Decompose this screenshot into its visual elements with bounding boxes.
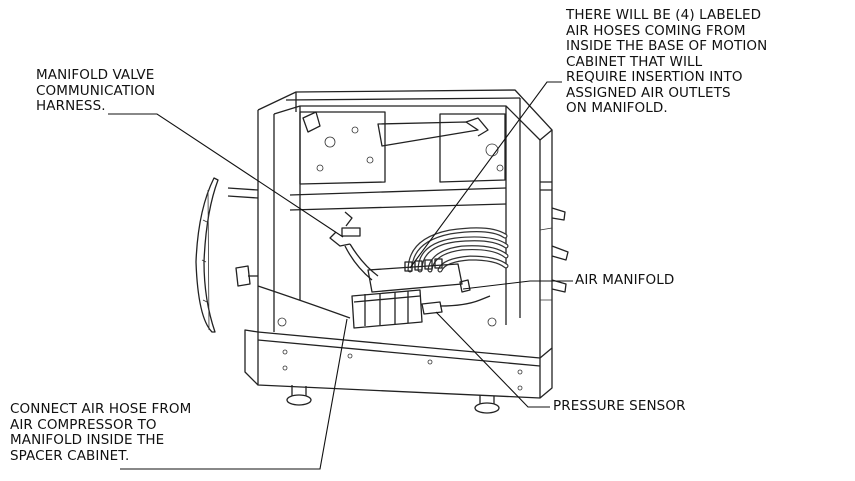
callout-air-hoses: THERE WILL BE (4) LABELED AIR HOSES COMI… bbox=[566, 7, 768, 117]
callout-line: COMMUNICATION bbox=[36, 82, 156, 99]
callout-line: AIR COMPRESSOR TO bbox=[10, 416, 157, 433]
callout-line: ASSIGNED AIR OUTLETS bbox=[566, 84, 731, 101]
callout-line: MANIFOLD VALVE bbox=[36, 67, 155, 83]
left-side-fittings bbox=[227, 187, 351, 319]
callout-line: THERE WILL BE (4) LABELED bbox=[566, 7, 762, 23]
callout-line: HARNESS. bbox=[36, 98, 106, 114]
callout-air-manifold: AIR MANIFOLD bbox=[575, 272, 675, 289]
air-manifold-body bbox=[351, 258, 491, 329]
callout-line: REQUIRE INSERTION INTO bbox=[566, 69, 743, 85]
right-side-pipes bbox=[539, 181, 569, 301]
callout-line: CABINET THAT WILL bbox=[566, 53, 703, 70]
leader-lines bbox=[108, 81, 573, 470]
side-door-panel bbox=[195, 177, 219, 333]
callout-air-compressor-hose: CONNECT AIR HOSE FROM AIR COMPRESSOR TO … bbox=[10, 401, 192, 464]
cabinet-frame bbox=[244, 89, 553, 414]
callout-line: AIR HOSES COMING FROM bbox=[566, 22, 746, 39]
callout-line: PRESSURE SENSOR bbox=[553, 398, 686, 414]
callout-manifold-valve-harness: MANIFOLD VALVE COMMUNICATION HARNESS. bbox=[36, 67, 156, 115]
callout-line: SPACER CABINET. bbox=[10, 447, 130, 464]
callout-line: MANIFOLD INSIDE THE bbox=[10, 432, 165, 448]
callout-line: CONNECT AIR HOSE FROM bbox=[10, 401, 192, 417]
callout-line: INSIDE THE BASE OF MOTION bbox=[566, 38, 768, 54]
callout-line: ON MANIFOLD. bbox=[566, 100, 668, 116]
callout-line: AIR MANIFOLD bbox=[575, 272, 675, 288]
callout-pressure-sensor: PRESSURE SENSOR bbox=[553, 398, 686, 415]
